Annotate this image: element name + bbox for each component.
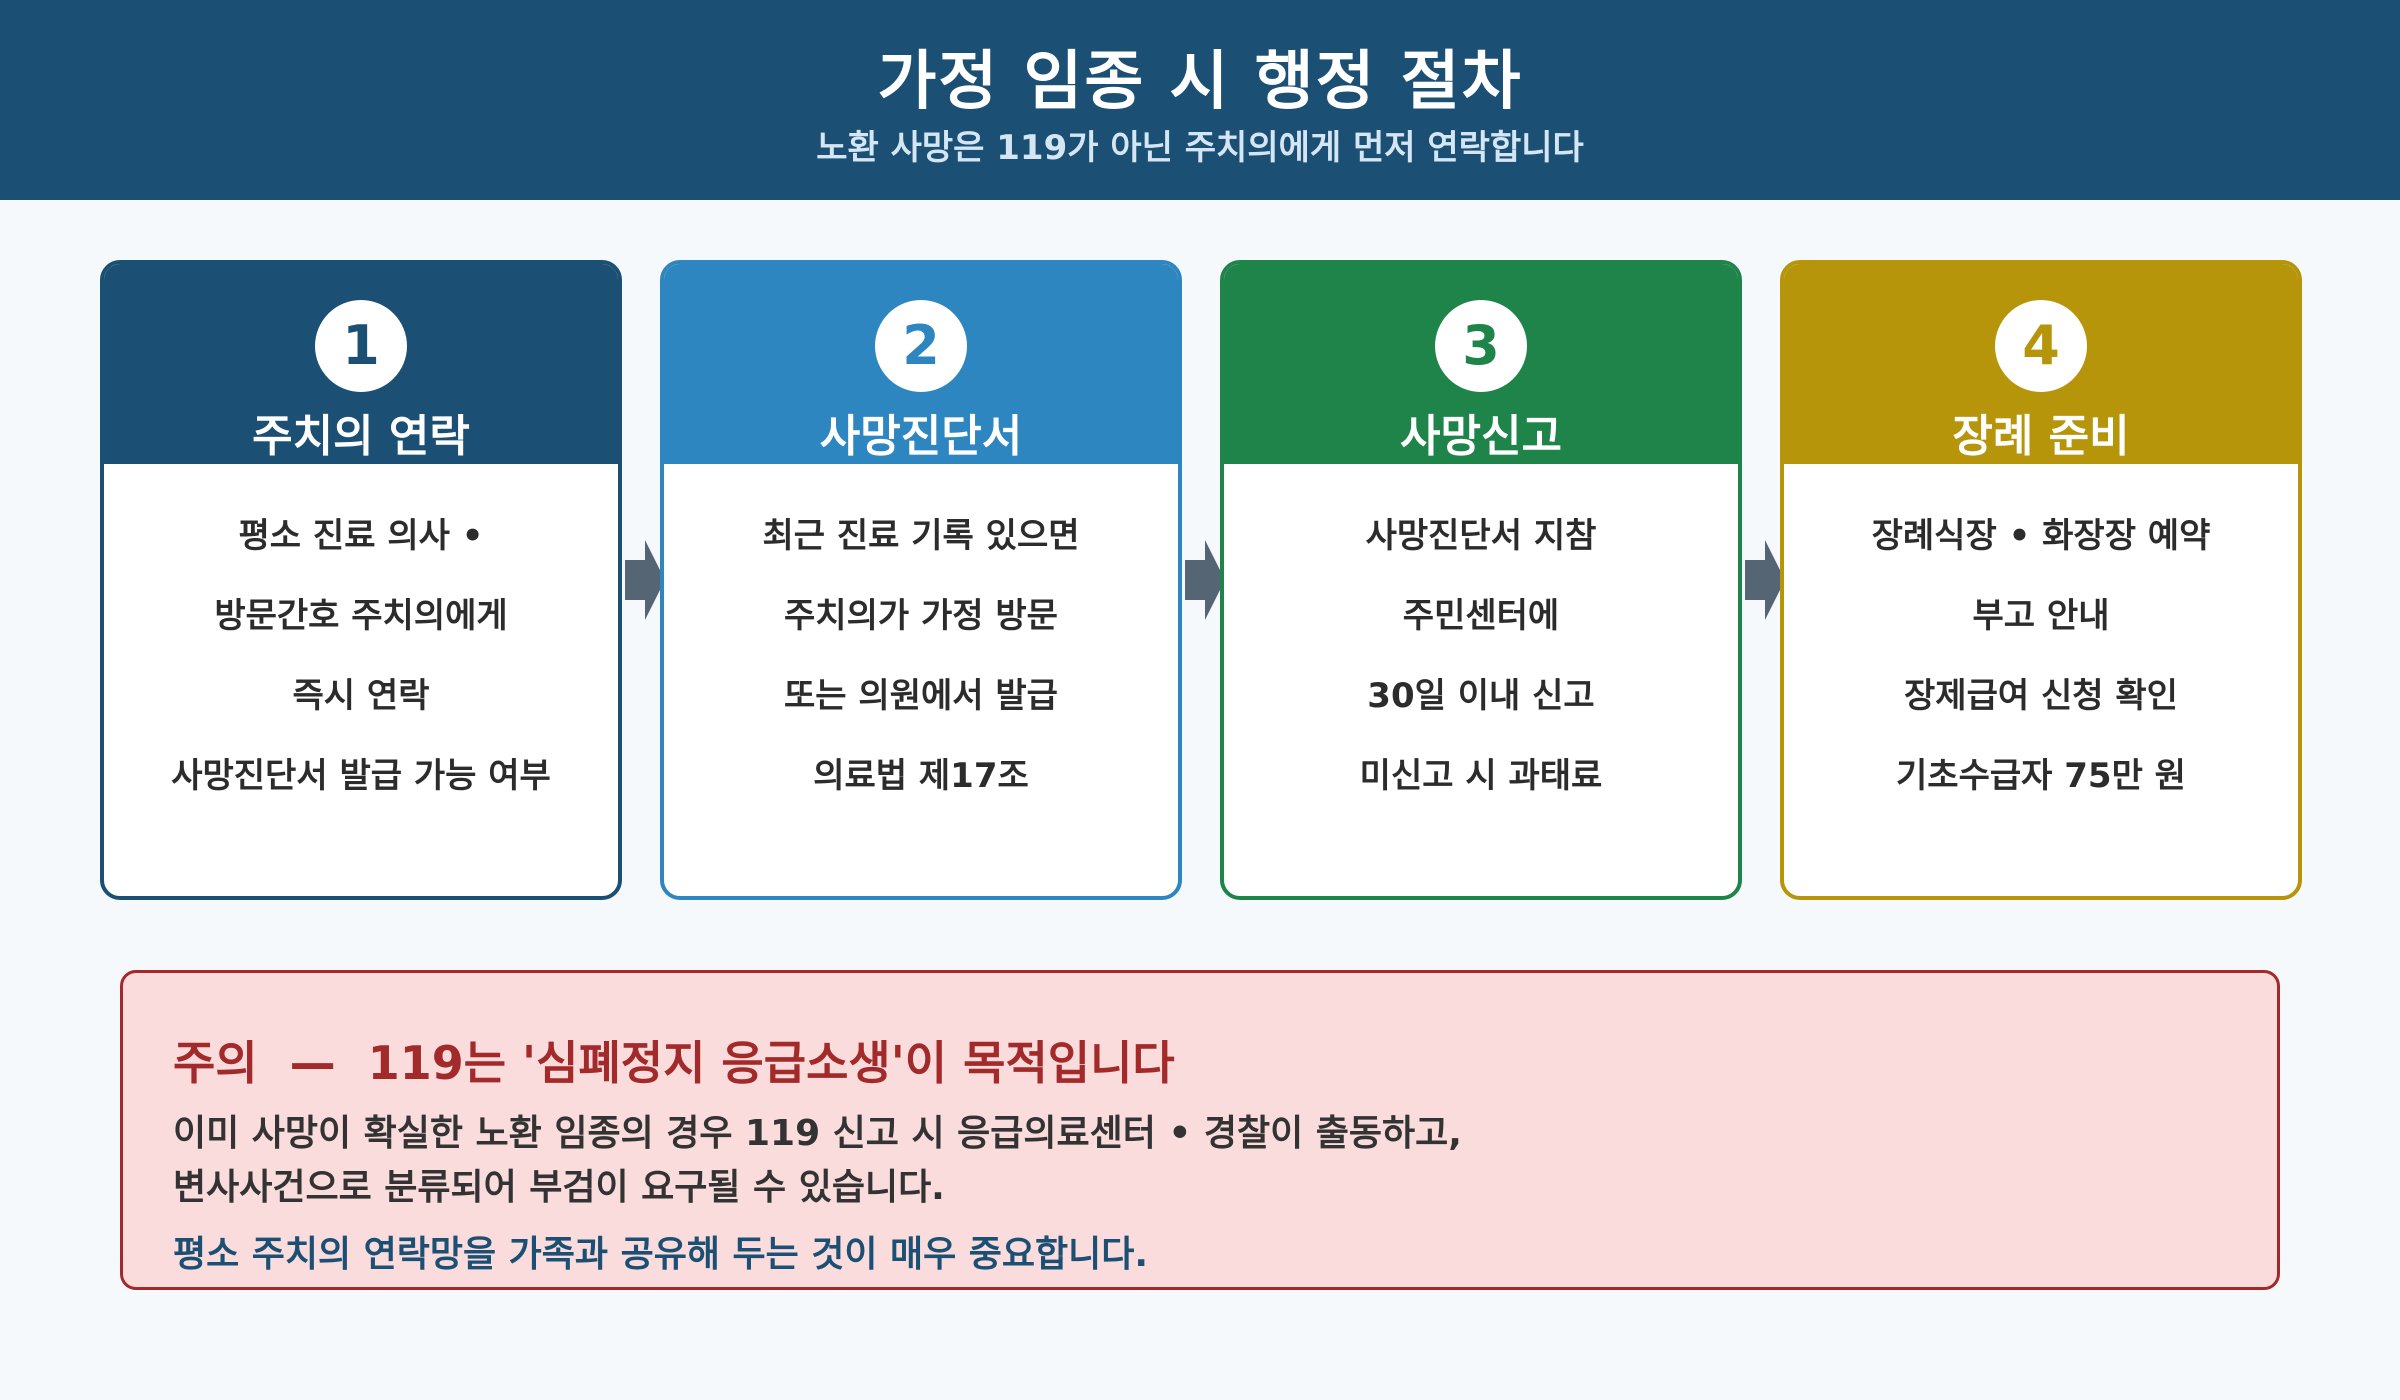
step-card-3: 3 사망신고 사망진단서 지참 주민센터에 30일 이내 신고 미신고 시 과태… [1220,260,1742,900]
warning-note: 평소 주치의 연락망을 가족과 공유해 두는 것이 매우 중요합니다. [173,1234,1149,1275]
step-line: 의료법 제17조 [813,756,1029,796]
warning-body: 이미 사망이 확실한 노환 임종의 경우 119 신고 시 응급의료센터 • 경… [173,1107,1462,1215]
step-line: 부고 안내 [1972,596,2110,636]
step-description: 평소 진료 의사 • 방문간호 주치의에게 즉시 연락 사망진단서 발급 가능 … [104,516,618,836]
step-line: 장제급여 신청 확인 [1904,676,2178,716]
step-header: 1 주치의 연락 [104,264,618,464]
step-number-badge: 3 [1435,300,1527,392]
step-title: 사망신고 [1400,411,1562,462]
arrow-right-icon [625,540,665,620]
step-line: 주민센터에 [1402,596,1560,636]
step-line: 최근 진료 기록 있으면 [762,516,1080,556]
page-subtitle: 노환 사망은 119가 아닌 주치의에게 먼저 연락합니다 [816,128,1584,168]
step-line: 또는 의원에서 발급 [784,676,1058,716]
step-line: 즉시 연락 [292,676,430,716]
arrow-right-icon [1745,540,1785,620]
step-card-4: 4 장례 준비 장례식장 • 화장장 예약 부고 안내 장제급여 신청 확인 기… [1780,260,2302,900]
page-title: 가정 임종 시 행정 절차 [877,45,1523,119]
step-description: 사망진단서 지참 주민센터에 30일 이내 신고 미신고 시 과태료 [1224,516,1738,836]
step-description: 최근 진료 기록 있으면 주치의가 가정 방문 또는 의원에서 발급 의료법 제… [664,516,1178,836]
step-header: 3 사망신고 [1224,264,1738,464]
warning-body-line: 변사사건으로 분류되어 부검이 요구될 수 있습니다. [173,1167,945,1208]
step-line: 주치의가 가정 방문 [784,596,1058,636]
step-title: 사망진단서 [819,411,1023,462]
step-title: 주치의 연락 [252,411,470,462]
step-line: 평소 진료 의사 • [238,516,484,556]
warning-body-line: 이미 사망이 확실한 노환 임종의 경우 119 신고 시 응급의료센터 • 경… [173,1113,1462,1154]
step-line: 30일 이내 신고 [1367,676,1595,716]
step-line: 사망진단서 지참 [1365,516,1597,556]
step-number-badge: 1 [315,300,407,392]
warning-box: 주의 — 119는 '심폐정지 응급소생'이 목적입니다 이미 사망이 확실한 … [120,970,2280,1290]
step-number-badge: 4 [1995,300,2087,392]
step-line: 미신고 시 과태료 [1359,756,1603,796]
step-card-2: 2 사망진단서 최근 진료 기록 있으면 주치의가 가정 방문 또는 의원에서 … [660,260,1182,900]
step-description: 장례식장 • 화장장 예약 부고 안내 장제급여 신청 확인 기초수급자 75만… [1784,516,2298,836]
step-card-1: 1 주치의 연락 평소 진료 의사 • 방문간호 주치의에게 즉시 연락 사망진… [100,260,622,900]
warning-title: 주의 — 119는 '심폐정지 응급소생'이 목적입니다 [173,1036,1175,1090]
step-line: 방문간호 주치의에게 [214,596,508,636]
step-title: 장례 준비 [1952,411,2130,462]
arrow-right-icon [1185,540,1225,620]
step-line: 기초수급자 75만 원 [1896,756,2186,796]
step-header: 4 장례 준비 [1784,264,2298,464]
step-line: 사망진단서 발급 가능 여부 [171,756,551,796]
step-header: 2 사망진단서 [664,264,1178,464]
header-banner: 가정 임종 시 행정 절차 노환 사망은 119가 아닌 주치의에게 먼저 연락… [0,0,2400,200]
step-number-badge: 2 [875,300,967,392]
step-line: 장례식장 • 화장장 예약 [1871,516,2211,556]
